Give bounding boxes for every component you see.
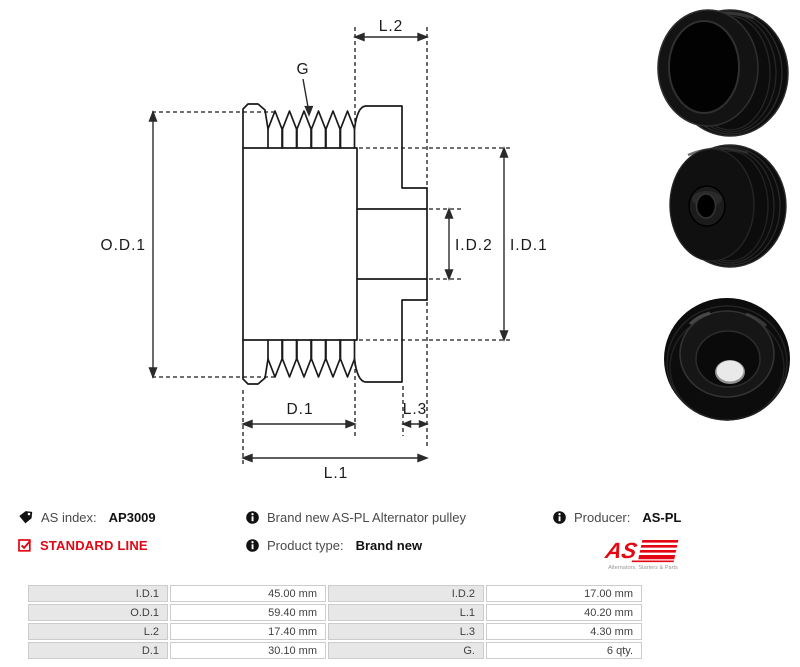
dim-l1-arrow-left (241, 453, 253, 463)
dim-id1-arrow-bottom (499, 330, 509, 342)
ribs-bottom (267, 339, 356, 378)
producer-value: AS-PL (642, 509, 682, 525)
flange-bottom-left (242, 339, 269, 385)
flange-top-left (242, 103, 269, 149)
ribs-top (267, 110, 356, 149)
spec-value-cell: 17.40 mm (170, 623, 326, 640)
pulley-photo-rear (664, 298, 790, 421)
dim-id1-arrow-top (499, 146, 509, 158)
info-column-middle: Brand new AS-PL Alternator pulley Produc… (246, 509, 466, 565)
spec-value-cell: 45.00 mm (170, 585, 326, 602)
description-text: Brand new AS-PL Alternator pulley (267, 509, 466, 525)
dim-label-g: G (296, 61, 309, 78)
producer-row: Producer: AS-PL (553, 509, 689, 525)
dim-label-id2: I.D.2 (455, 237, 493, 254)
dim-d1-arrow-right (345, 419, 357, 429)
as-index-row: AS index: AP3009 (18, 509, 156, 525)
dim-l3-arrow-right (418, 419, 429, 429)
dim-g-line (302, 78, 309, 108)
spec-table: I.D.1 45.00 mm I.D.2 17.00 mm O.D.1 59.4… (28, 585, 642, 659)
hub-top-outline (353, 105, 428, 189)
dim-label-l2: L.2 (379, 18, 404, 35)
dim-od1-arrow-bottom (148, 367, 158, 379)
spec-label-cell: O.D.1 (28, 604, 168, 621)
checkbox-checked-icon (18, 539, 32, 552)
technical-drawing: G L.2 O.D.1 I.D.2 I.D.1 D.1 L.3 L.1 (101, 18, 548, 482)
dim-l2-arrow-right (417, 32, 429, 42)
dim-label-d1: D.1 (286, 401, 313, 418)
bore-lines (356, 208, 428, 280)
spec-value-cell: 40.20 mm (486, 604, 642, 621)
info-icon (246, 538, 259, 552)
spec-value-cell: 59.40 mm (170, 604, 326, 621)
producer-label: Producer: (574, 509, 631, 525)
as-index-value: AP3009 (108, 509, 156, 525)
spec-value-cell: 17.00 mm (486, 585, 642, 602)
as-pl-logo: AS Alternators, Starters & Parts (597, 537, 689, 576)
dim-l3-arrow-left (401, 419, 412, 429)
info-column-right: Producer: AS-PL AS Alternators, Starters… (553, 509, 689, 576)
spec-label-cell: L.3 (328, 623, 484, 640)
as-logo-text: AS (602, 538, 639, 563)
spec-label-cell: L.1 (328, 604, 484, 621)
spec-value-cell: 30.10 mm (170, 642, 326, 659)
spec-value-cell: 4.30 mm (486, 623, 642, 640)
product-type-value: Brand new (355, 537, 423, 553)
spec-label-cell: G. (328, 642, 484, 659)
dim-g-arrow (304, 105, 314, 117)
hub-bottom-outline (353, 299, 428, 383)
pulley-photo-angled (657, 9, 789, 137)
info-column-left: AS index: AP3009 STANDARD LINE (18, 509, 156, 565)
dim-od1-arrow-top (148, 110, 158, 122)
dim-l2-arrow-left (353, 32, 365, 42)
dim-l1-arrow-right (417, 453, 429, 463)
dim-d1-arrow-left (241, 419, 253, 429)
product-type-row: Product type: Brand new (246, 537, 466, 553)
product-type-label: Product type: (267, 537, 344, 553)
as-index-label: AS index: (41, 509, 97, 525)
dim-label-l1: L.1 (324, 465, 349, 482)
spec-value-cell: 6 qty. (486, 642, 642, 659)
description-row: Brand new AS-PL Alternator pulley (246, 509, 466, 525)
tag-icon (19, 510, 33, 523)
dim-label-od1: O.D.1 (101, 237, 146, 254)
info-icon (246, 510, 259, 524)
dim-id2-arrow-top (444, 207, 454, 219)
pulley-body-outline (242, 147, 358, 341)
as-logo-tagline: Alternators, Starters & Parts (608, 565, 678, 571)
dim-label-l3: L.3 (403, 401, 428, 418)
dim-id2-arrow-bottom (444, 269, 454, 281)
standard-line-label: STANDARD LINE (40, 537, 148, 553)
spec-label-cell: D.1 (28, 642, 168, 659)
standard-line-row: STANDARD LINE (18, 537, 156, 553)
dim-label-id1: I.D.1 (510, 237, 548, 254)
spec-label-cell: I.D.1 (28, 585, 168, 602)
spec-label-cell: I.D.2 (328, 585, 484, 602)
info-icon (553, 510, 566, 524)
spec-label-cell: L.2 (28, 623, 168, 640)
pulley-photo-front (669, 144, 787, 268)
